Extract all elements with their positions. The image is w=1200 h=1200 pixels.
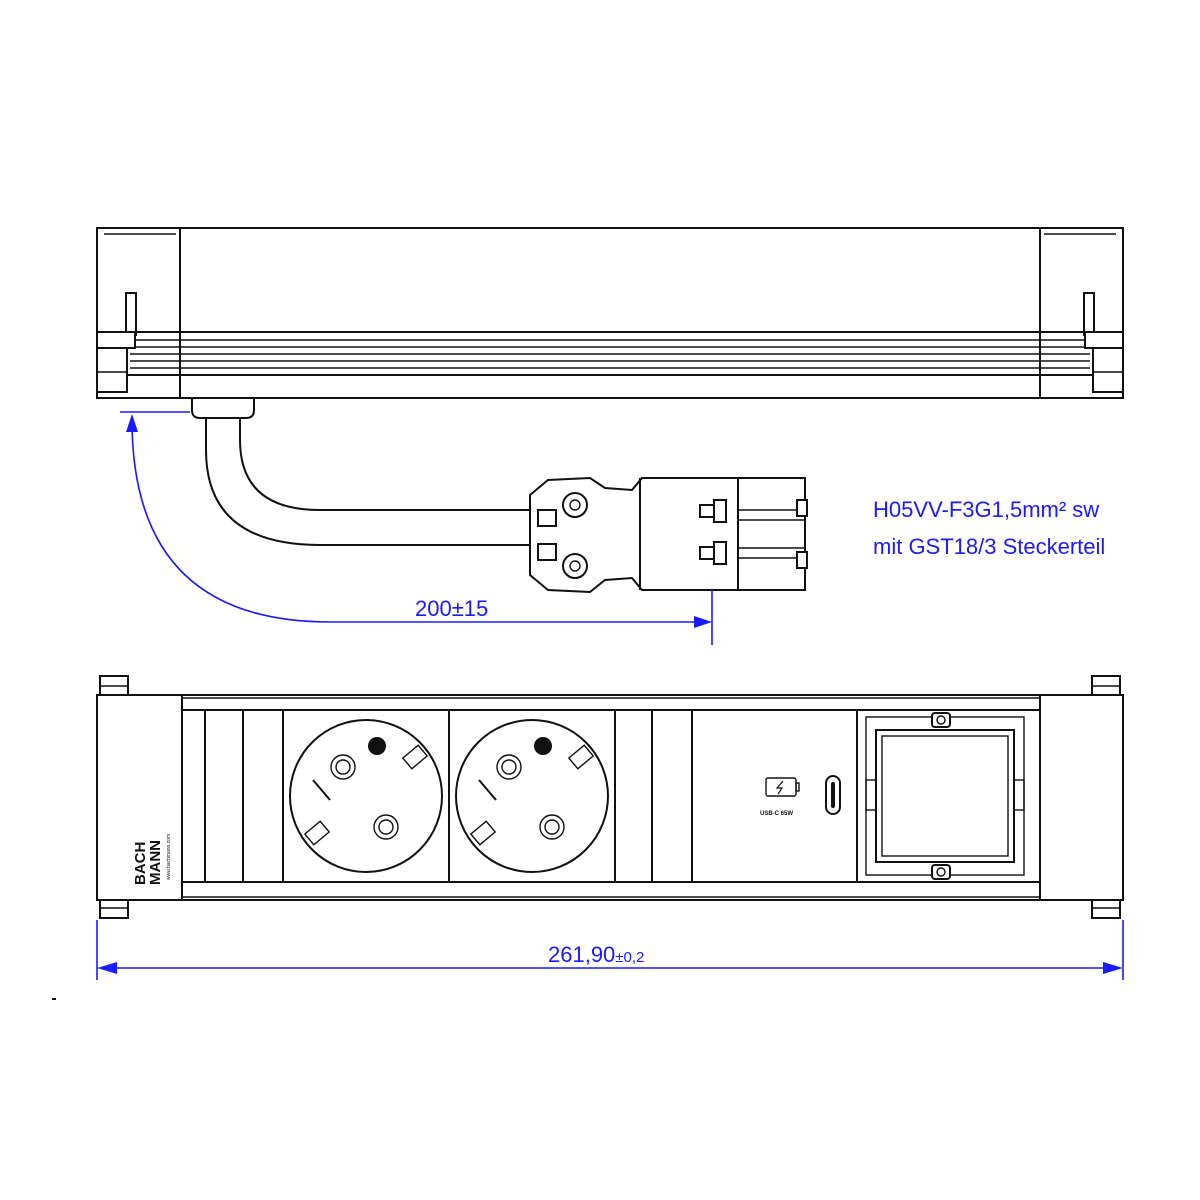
gst18-plug <box>529 476 808 594</box>
side-view <box>96 227 1124 419</box>
usb-c-label: USB-C 65W <box>760 811 793 817</box>
brand-website: www.bachmann.com <box>166 834 172 880</box>
plug-screw-bottom <box>562 553 588 579</box>
schuko-socket-2 <box>448 709 616 883</box>
schuko-socket-1 <box>282 709 450 883</box>
plug-housing <box>529 476 806 594</box>
front-body-outline <box>96 694 1124 901</box>
cable-note-line1: H05VV-F3G1,5mm² sw <box>873 497 1099 522</box>
overall-width-tolerance: ±0,2 <box>615 949 644 966</box>
blank-strips-middle <box>651 710 693 882</box>
front-view: BACH MANN www.bachmann.com <box>96 675 1124 919</box>
empty-module-frame <box>856 709 1041 883</box>
left-endcap: BACH MANN www.bachmann.com <box>96 675 183 919</box>
plug-screw-top <box>562 492 588 518</box>
cable-grommet <box>191 398 255 419</box>
overall-width-value: 261,90 <box>548 942 615 967</box>
brand-logo-bach: BACH <box>132 842 149 885</box>
cable <box>205 418 530 546</box>
overall-width-dimension: 261,90±0,2 <box>96 920 1124 980</box>
blank-strips-left <box>204 710 284 882</box>
right-mounting-clip <box>1083 292 1124 393</box>
side-body-outline <box>96 227 1124 399</box>
right-endcap <box>1039 675 1124 919</box>
cable-length-dimension: 200±15 <box>120 411 713 645</box>
brand-logo-mann: MANN <box>147 840 164 885</box>
left-mounting-clip <box>96 292 137 393</box>
cable-note: H05VV-F3G1,5mm² sw mit GST18/3 Steckerte… <box>873 497 1105 559</box>
profile-grooves <box>97 331 1123 376</box>
cable-note-line2: mit GST18/3 Steckerteil <box>873 534 1105 559</box>
cable-length-label: 200±15 <box>415 596 488 621</box>
overall-width-label: 261,90±0,2 <box>548 942 644 967</box>
battery-charge-icon <box>765 777 797 797</box>
usb-c-module: USB-C 65W <box>691 709 858 883</box>
stray-mark <box>52 998 56 1000</box>
